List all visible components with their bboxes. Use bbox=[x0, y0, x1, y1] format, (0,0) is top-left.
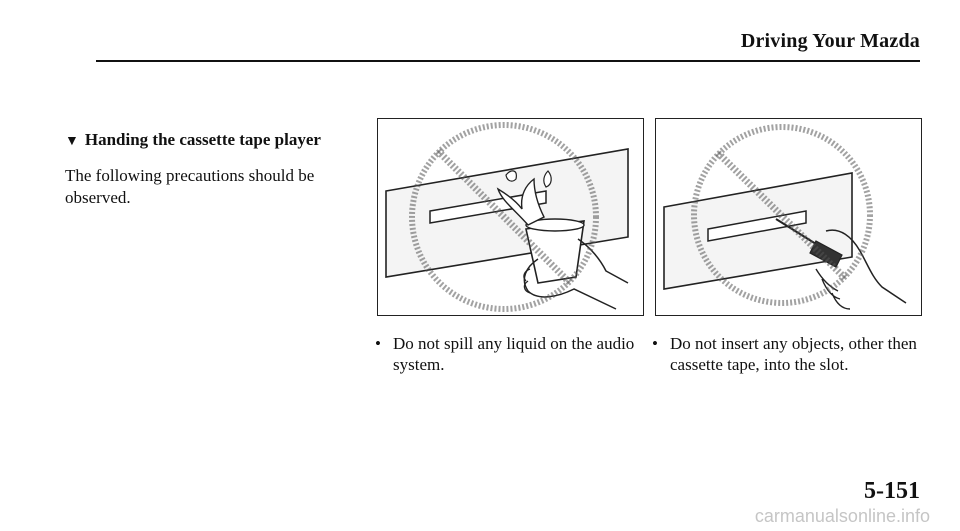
watermark: carmanualsonline.info bbox=[754, 506, 930, 526]
no-liquid-spill-icon bbox=[377, 118, 644, 316]
precaution-text: Do not spill any liquid on the audio sys… bbox=[393, 334, 635, 374]
bullet: • bbox=[652, 334, 658, 353]
section-heading-text: Handing the cassette tape player bbox=[84, 130, 321, 149]
section-heading: ▼ Handing the cassette tape player bbox=[65, 130, 321, 150]
header-rule bbox=[96, 60, 920, 62]
no-foreign-object-icon bbox=[655, 118, 922, 316]
bullet: • bbox=[375, 334, 381, 353]
precaution-text: Do not insert any objects, other then ca… bbox=[670, 334, 917, 374]
precaution-caption: • Do not insert any objects, other then c… bbox=[652, 333, 940, 375]
intro-paragraph: The following precautions should be obse… bbox=[65, 166, 315, 207]
precaution-caption: • Do not spill any liquid on the audio sy… bbox=[375, 333, 663, 375]
page-number: 5-151 bbox=[864, 478, 920, 504]
triangle-down-icon: ▼ bbox=[65, 134, 79, 149]
page-header-title: Driving Your Mazda bbox=[740, 30, 920, 52]
